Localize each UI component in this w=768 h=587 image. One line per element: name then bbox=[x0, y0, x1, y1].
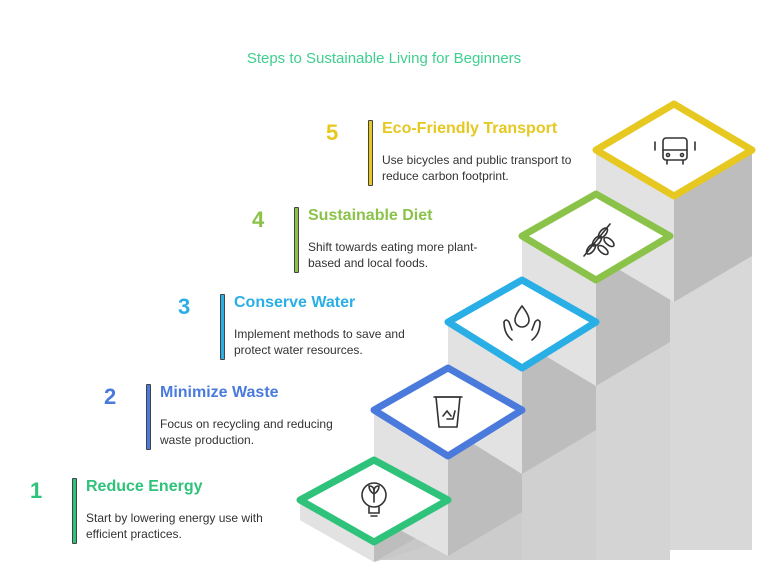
lightbulb-leaf-icon bbox=[361, 482, 387, 517]
step-description: Focus on recycling and reducing waste pr… bbox=[160, 417, 333, 447]
step-number: 4 bbox=[252, 207, 265, 232]
step-divider bbox=[368, 120, 373, 186]
step-divider bbox=[294, 207, 299, 273]
step-description: Use bicycles and public transport to red… bbox=[382, 153, 572, 183]
step-heading: Reduce Energy bbox=[86, 478, 203, 495]
wheat-icon bbox=[583, 223, 615, 257]
step-number: 3 bbox=[178, 294, 191, 319]
step-top-3 bbox=[444, 276, 600, 372]
step-description: Implement methods to save and protect wa… bbox=[234, 327, 405, 357]
diagram-title: Steps to Sustainable Living for Beginner… bbox=[246, 50, 522, 67]
step-heading: Eco-Friendly Transport bbox=[382, 120, 558, 137]
step-divider bbox=[146, 384, 151, 450]
step-number: 5 bbox=[326, 120, 339, 145]
step-number: 1 bbox=[30, 478, 43, 503]
step-heading: Sustainable Diet bbox=[308, 207, 433, 224]
step-divider bbox=[220, 294, 225, 360]
step-heading: Conserve Water bbox=[234, 294, 356, 311]
bus-icon bbox=[654, 137, 696, 165]
step-divider bbox=[72, 478, 77, 544]
step-description: Shift towards eating more plant-based an… bbox=[308, 240, 478, 270]
step-description: Start by lowering energy use with effici… bbox=[86, 511, 263, 541]
water-hands-icon bbox=[503, 304, 541, 341]
step-heading: Minimize Waste bbox=[160, 384, 279, 401]
recycle-bin-icon bbox=[433, 396, 463, 428]
step-number: 2 bbox=[104, 384, 117, 409]
